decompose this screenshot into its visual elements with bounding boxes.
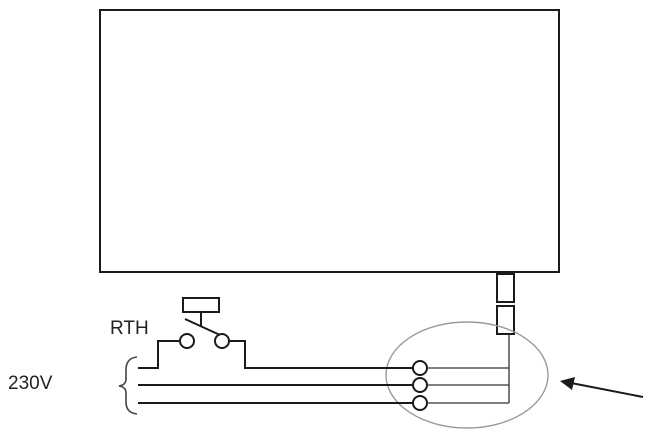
connector-lower (496, 305, 515, 335)
supply-voltage-label: 230V (8, 373, 53, 394)
thermostat-label: RTH (110, 318, 149, 339)
thermostat-coil (182, 297, 220, 313)
terminal-1 (412, 360, 428, 376)
thermostat-contact-left (179, 333, 195, 349)
thermostat-contact-right (214, 333, 230, 349)
thermostat-switch-blade (184, 318, 221, 336)
supply-brace (118, 356, 138, 415)
pointer-arrow-shaft (565, 381, 644, 398)
pointer-arrow-head (560, 377, 575, 390)
supply-wire-1-out (229, 340, 413, 369)
supply-wire-1-in (138, 340, 180, 369)
junction-ellipse (385, 321, 549, 429)
connector-upper (496, 273, 515, 303)
heater-body (99, 9, 560, 273)
terminal-3 (412, 395, 428, 411)
terminal-2 (412, 377, 428, 393)
